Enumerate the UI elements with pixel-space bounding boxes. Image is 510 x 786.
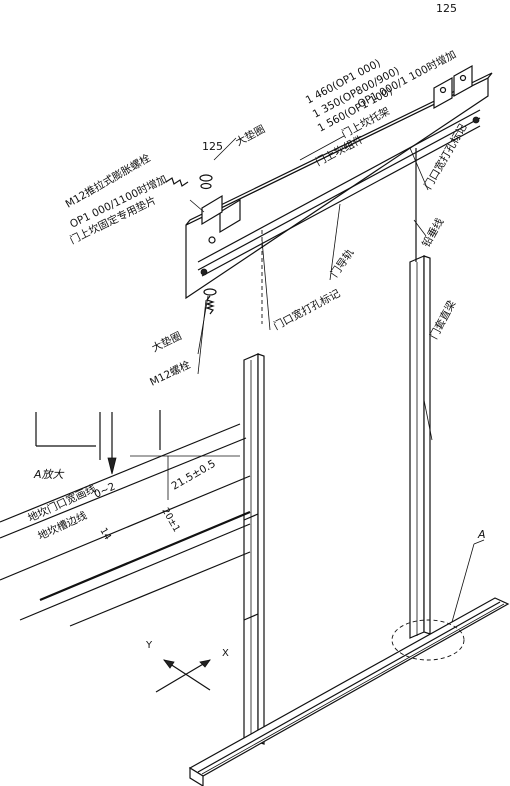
door-jamb-label: 门套直梁 (427, 298, 458, 342)
floor-sill-bar (188, 597, 510, 786)
large-washer-bottom-label: 大垫圈 (150, 329, 184, 354)
door-sill-header-assembly (185, 64, 493, 300)
dim-14-label: 14 (97, 526, 113, 542)
axis-x-label: X (222, 648, 229, 659)
detail-a-circle (391, 619, 465, 661)
door-jamb-left (243, 353, 265, 749)
dim-125-top: 125 (436, 2, 457, 15)
axis-y-label: Y (145, 640, 153, 651)
detail-a-enlarged (0, 410, 251, 627)
detail-a-enlarged-label: A放大 (33, 468, 65, 481)
detail-a-leader (451, 543, 475, 623)
dim-20-label: 20±1 (159, 506, 182, 534)
dim-0-2-label: 0~2 (92, 480, 117, 500)
anchor-bolt-group (165, 174, 217, 315)
door-width-mark-center-label: 门口宽打孔标记 (271, 286, 342, 332)
m12-bolt-label: M12螺栓 (148, 358, 193, 389)
dim-21-5-label: 21.5±0.5 (170, 458, 218, 493)
large-washer-top-label: 大垫圈 (233, 122, 267, 148)
door-jamb-right (409, 255, 431, 639)
axis-indicator (155, 659, 211, 693)
dim-125-left: 125 (202, 140, 223, 153)
detail-a-marker: A (477, 528, 486, 541)
leader-lines (189, 135, 433, 441)
